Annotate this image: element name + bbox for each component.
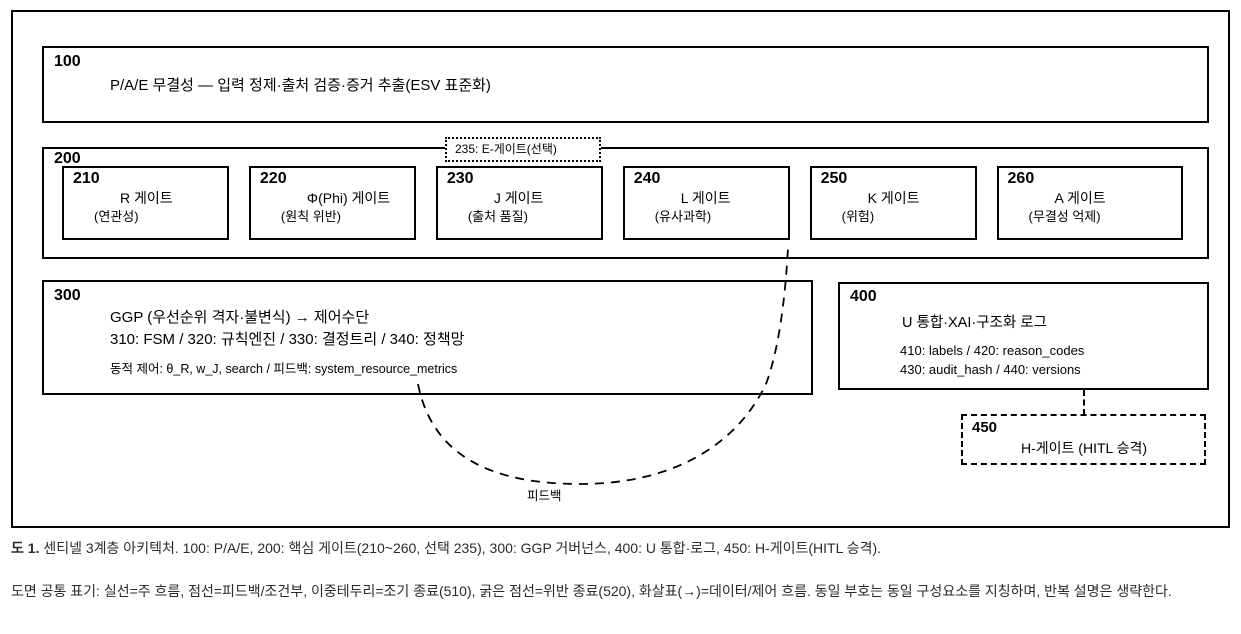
box-300-line3: 동적 제어: θ_R, w_J, search / 피드백: system_re… <box>110 362 458 376</box>
gate-210-name: R 게이트 <box>120 190 173 206</box>
box-200-core-gates-layer: 200 210 R 게이트 (연관성) 220 Φ(Phi) 게이트 (원칙 위… <box>42 147 1209 259</box>
box-300-line1: GGP (우선순위 격자·불변식) → 제어수단 <box>110 309 370 326</box>
gate-240-l: 240 L 게이트 (유사과학) <box>622 166 790 240</box>
box-300-number: 300 <box>54 287 81 304</box>
gate-230-number: 230 <box>446 170 474 187</box>
gate-260-number: 260 <box>1007 170 1035 187</box>
gate-240-number: 240 <box>633 170 661 187</box>
gate-220-name: Φ(Phi) 게이트 <box>306 190 391 206</box>
gate-210-subtitle: (연관성) <box>94 209 139 224</box>
gate-260-name: A 게이트 <box>1054 190 1106 206</box>
gate-240-name: L 게이트 <box>680 190 731 206</box>
gate-260-subtitle: (무결성 억제) <box>1028 209 1101 224</box>
box-300-ggp-governance: 300 GGP (우선순위 격자·불변식) → 제어수단 310: FSM / … <box>42 280 813 395</box>
gate-250-name: K 게이트 <box>867 190 920 206</box>
gate-210-number: 210 <box>73 170 100 187</box>
box-100-title: P/A/E 무결성 — 입력 정제·출처 검증·증거 추출(ESV 표준화) <box>110 77 491 94</box>
box-235-optional-e-gate: 235: E-게이트(선택) <box>445 137 601 162</box>
hitl-connector-dashed-line <box>1083 390 1085 415</box>
box-450-title: H-게이트 (HITL 승격) <box>1021 440 1148 456</box>
figure-number: 도 1. <box>11 540 40 556</box>
gate-260-a: 260 A 게이트 (무결성 억제) <box>996 166 1183 240</box>
box-400-number: 400 <box>850 288 877 305</box>
gate-210-r: 210 R 게이트 (연관성) <box>62 166 229 240</box>
figure-caption-text: 센티넬 3계층 아키텍처. 100: P/A/E, 200: 핵심 게이트(21… <box>39 540 882 556</box>
box-450-number: 450 <box>972 419 998 436</box>
box-400-line1: 410: labels / 420: reason_codes <box>900 343 1085 358</box>
box-400-title: U 통합·XAI·구조화 로그 <box>902 315 1047 331</box>
box-300-line2: 310: FSM / 320: 규칙엔진 / 330: 결정트리 / 340: … <box>110 331 465 348</box>
figure-caption: 도 1. 센티넬 3계층 아키텍처. 100: P/A/E, 200: 핵심 게… <box>11 538 1233 558</box>
feedback-arc-label: 피드백 <box>527 489 562 503</box>
gate-250-k: 250 K 게이트 (위험) <box>809 166 977 240</box>
gate-220-phi: 220 Φ(Phi) 게이트 (원칙 위반) <box>248 166 416 240</box>
gate-220-subtitle: (원칙 위반) <box>280 209 342 224</box>
box-450-h-gate-hitl: 450 H-게이트 (HITL 승격) <box>961 414 1206 465</box>
box-100-number: 100 <box>54 53 81 70</box>
gate-250-number: 250 <box>820 170 848 187</box>
gate-row: 210 R 게이트 (연관성) 220 Φ(Phi) 게이트 (원칙 위반) 2… <box>62 166 1183 240</box>
box-400-u-log: 400 U 통합·XAI·구조화 로그 410: labels / 420: r… <box>838 282 1209 390</box>
gate-230-j: 230 J 게이트 (출처 품질) <box>435 166 603 240</box>
box-200-number: 200 <box>54 150 81 167</box>
gate-220-number: 220 <box>259 170 287 187</box>
box-400-line2: 430: audit_hash / 440: versions <box>900 362 1081 377</box>
gate-230-subtitle: (출처 품질) <box>467 209 528 224</box>
gate-240-subtitle: (유사과학) <box>654 209 712 224</box>
gate-230-name: J 게이트 <box>493 190 544 206</box>
legend-paragraph: 도면 공통 표기: 실선=주 흐름, 점선=피드백/조건부, 이중테두리=조기 … <box>11 583 1172 599</box>
gate-250-subtitle: (위험) <box>841 209 875 224</box>
box-100-pae-layer: 100 P/A/E 무결성 — 입력 정제·출처 검증·증거 추출(ESV 표준… <box>42 46 1209 123</box>
diagram-outer-frame: 100 P/A/E 무결성 — 입력 정제·출처 검증·증거 추출(ESV 표준… <box>11 10 1230 528</box>
